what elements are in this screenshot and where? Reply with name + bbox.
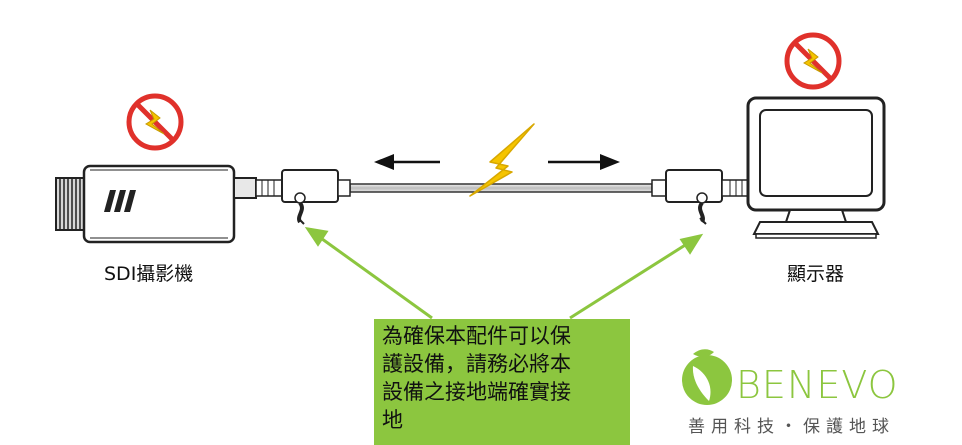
arrow-right-icon (548, 154, 620, 170)
grounding-note-box: 為確保本配件可以保 護設備，請務必將本 設備之接地端確實接 地 (374, 319, 630, 445)
brand-name: BENEVO (736, 363, 899, 407)
note-line: 地 (382, 408, 403, 432)
note-line: 設備之接地端確實接 (382, 380, 571, 404)
surge-protector-left (255, 169, 351, 225)
brand-slogan: 善用科技・保護地球 (688, 417, 895, 437)
monitor-label: 顯示器 (787, 263, 845, 285)
monitor-icon (746, 96, 886, 239)
surge-protector-right (651, 169, 753, 225)
camera-label: SDI攝影機 (104, 263, 194, 285)
arrow-left-icon (374, 154, 440, 170)
no-lightning-icon (784, 32, 842, 90)
note-line: 護設備，請務必將本 (382, 352, 571, 376)
coax-cable (349, 183, 653, 193)
note-line: 為確保本配件可以保 (382, 324, 571, 348)
lightning-bolt-icon (469, 123, 535, 197)
benevo-leaf-logo (682, 349, 732, 405)
sdi-camera-icon (55, 164, 257, 244)
no-lightning-icon (126, 93, 184, 151)
ground-callout-arrows (304, 226, 704, 320)
